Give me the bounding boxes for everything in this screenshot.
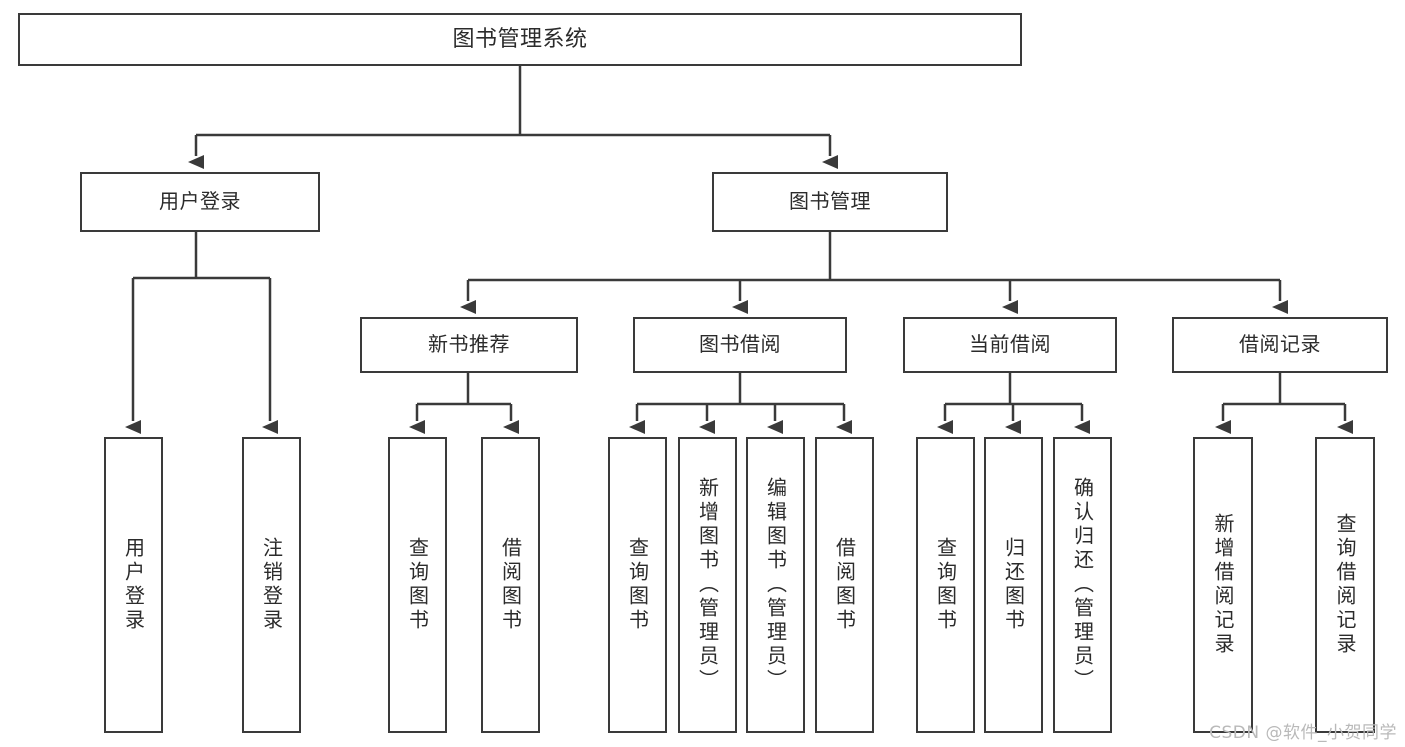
node-book-borrow[interactable]: 图书借阅 xyxy=(633,317,847,373)
node-label: 用户登录 xyxy=(121,537,146,633)
node-label: 借阅图书 xyxy=(498,537,523,633)
node-leaf-query-book-3[interactable]: 查询图书 xyxy=(916,437,975,733)
node-label: 当前借阅 xyxy=(969,332,1051,357)
node-label: 图书借阅 xyxy=(699,332,781,357)
csdn-watermark: CSDN @软件_小贺同学 xyxy=(1209,723,1397,743)
node-leaf-query-record[interactable]: 查询借阅记录 xyxy=(1315,437,1375,733)
node-label: 注销登录 xyxy=(259,537,284,633)
node-leaf-add-record[interactable]: 新增借阅记录 xyxy=(1193,437,1253,733)
node-leaf-user-login[interactable]: 用户登录 xyxy=(104,437,163,733)
node-new-book-recommend[interactable]: 新书推荐 xyxy=(360,317,578,373)
node-label: 查询图书 xyxy=(625,537,650,633)
node-leaf-logout[interactable]: 注销登录 xyxy=(242,437,301,733)
node-label: 查询图书 xyxy=(405,537,430,633)
node-current-borrow[interactable]: 当前借阅 xyxy=(903,317,1117,373)
node-label: 编辑图书（管理员） xyxy=(763,477,788,693)
node-label: 借阅图书 xyxy=(832,537,857,633)
node-leaf-add-book[interactable]: 新增图书（管理员） xyxy=(678,437,737,733)
node-leaf-confirm-return[interactable]: 确认归还（管理员） xyxy=(1053,437,1112,733)
node-label: 归还图书 xyxy=(1001,537,1026,633)
node-borrow-record[interactable]: 借阅记录 xyxy=(1172,317,1388,373)
node-leaf-borrow-book-1[interactable]: 借阅图书 xyxy=(481,437,540,733)
node-root-system[interactable]: 图书管理系统 xyxy=(18,13,1022,66)
node-user-login[interactable]: 用户登录 xyxy=(80,172,320,232)
node-label: 图书管理系统 xyxy=(452,26,588,52)
node-label: 新增借阅记录 xyxy=(1211,513,1235,657)
node-label: 确认归还（管理员） xyxy=(1070,477,1095,693)
node-label: 新增图书（管理员） xyxy=(695,477,720,693)
node-book-manage[interactable]: 图书管理 xyxy=(712,172,948,232)
node-leaf-query-book-1[interactable]: 查询图书 xyxy=(388,437,447,733)
node-label: 用户登录 xyxy=(159,189,241,214)
node-label: 图书管理 xyxy=(789,189,871,214)
node-label: 查询借阅记录 xyxy=(1333,513,1357,657)
node-leaf-query-book-2[interactable]: 查询图书 xyxy=(608,437,667,733)
node-leaf-borrow-book-2[interactable]: 借阅图书 xyxy=(815,437,874,733)
node-label: 查询图书 xyxy=(933,537,958,633)
node-leaf-edit-book[interactable]: 编辑图书（管理员） xyxy=(746,437,805,733)
node-label: 借阅记录 xyxy=(1239,332,1321,357)
node-label: 新书推荐 xyxy=(428,332,510,357)
node-leaf-return-book[interactable]: 归还图书 xyxy=(984,437,1043,733)
